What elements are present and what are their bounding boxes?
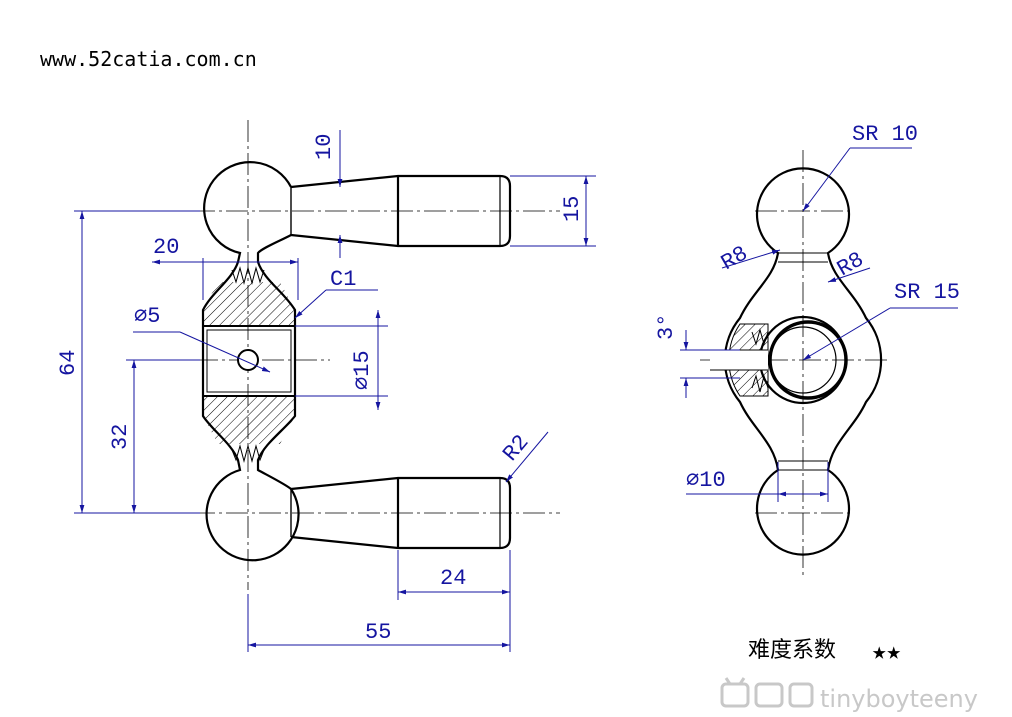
- r8-left-label: R8: [717, 241, 752, 276]
- watermark-text: tinyboyteeny: [820, 685, 978, 713]
- bore-diameter-label: ∅15: [350, 350, 375, 390]
- dim-10-label: 10: [312, 134, 337, 160]
- hole-diameter-label: ∅5: [134, 304, 160, 329]
- side-view: SR 10 R8 R8 SR 15 3° ∅10: [654, 122, 960, 575]
- dia10-label: ∅10: [686, 468, 726, 493]
- sr10-label: SR 10: [852, 122, 918, 147]
- bilibili-logo-icon: [720, 677, 814, 708]
- side-section-hatch: [710, 323, 769, 397]
- dim-32-label: 32: [108, 424, 133, 450]
- dim-15-label: 15: [560, 196, 585, 222]
- front-view: 10 15 20 C1 ∅5 ∅15 64 32 R2 24 55: [56, 120, 596, 652]
- dim-55-label: 55: [365, 620, 391, 645]
- chamfer-label: C1: [330, 267, 356, 292]
- front-dimension-lines: [74, 130, 596, 652]
- dim-64-label: 64: [56, 350, 81, 376]
- side-centerlines: [700, 150, 890, 575]
- site-url: www.52catia.com.cn: [40, 47, 257, 71]
- dim-20-label: 20: [153, 235, 179, 260]
- difficulty-stars: ★★: [872, 637, 901, 665]
- angle-label: 3°: [654, 314, 679, 340]
- radius-r2-label: R2: [498, 430, 534, 466]
- dim-24-label: 24: [440, 566, 466, 591]
- watermark-logo: tinyboyteeny: [720, 677, 978, 713]
- side-dimension-lines: [680, 147, 958, 502]
- front-centerlines: [130, 120, 560, 590]
- front-section-hatch: [202, 266, 296, 463]
- difficulty-label: 难度系数: [748, 638, 836, 663]
- sr15-label: SR 15: [894, 280, 960, 305]
